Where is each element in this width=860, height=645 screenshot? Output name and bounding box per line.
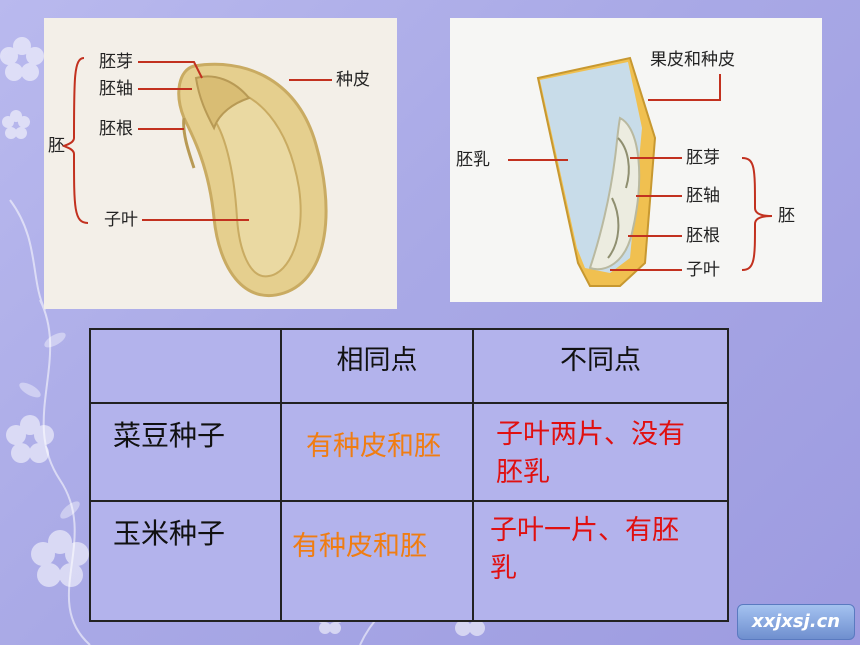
header-cell-same: 相同点 [280,328,474,404]
row-name-cell: 玉米种子 [89,500,282,622]
row-name: 玉米种子 [113,517,226,550]
header-diff: 不同点 [560,345,641,376]
row-same-cell: 有种皮和胚 [280,402,474,502]
table-header-row: 相同点 不同点 [89,328,729,404]
row-same-text: 有种皮和胚 [306,431,441,462]
row-name-cell: 菜豆种子 [89,402,282,502]
row-name: 菜豆种子 [113,419,226,452]
comparison-table: 相同点 不同点 菜豆种子 有种皮和胚 子叶两片、没有胚乳 玉米种子 有种皮和胚 … [89,328,729,622]
label-pei-zhou: 胚轴 [686,186,720,206]
table-row: 玉米种子 有种皮和胚 子叶一片、有胚乳 [89,500,729,622]
row-diff-text: 子叶两片、没有胚乳 [496,419,685,488]
header-empty-cell [89,328,282,404]
label-pei: 胚 [48,136,65,156]
label-pei-ru: 胚乳 [456,150,490,170]
corn-seed-illustration [536,56,657,287]
label-zhong-pi: 种皮 [336,70,370,90]
corn-leader-lines [508,74,773,271]
corn-seed-diagram: 果皮和种皮 胚乳 胚芽 胚轴 胚根 子叶 胚 [450,18,822,302]
bean-leader-lines [61,57,332,224]
watermark-logo: xxjxsj.cn [737,604,855,640]
label-pei-ya: 胚芽 [99,52,133,72]
table-row: 菜豆种子 有种皮和胚 子叶两片、没有胚乳 [89,402,729,502]
label-zi-ye: 子叶 [686,260,720,280]
row-diff-cell: 子叶一片、有胚乳 [472,500,729,622]
row-same-text: 有种皮和胚 [292,531,427,562]
header-cell-diff: 不同点 [472,328,729,404]
header-same: 相同点 [336,345,418,376]
label-zi-ye: 子叶 [104,210,138,230]
label-pei-ya: 胚芽 [686,148,720,168]
row-diff-text: 子叶一片、有胚乳 [490,515,679,584]
row-diff-cell: 子叶两片、没有胚乳 [472,402,729,502]
bean-seed-diagram: 胚芽 胚轴 胚根 子叶 种皮 胚 [44,18,397,309]
bean-seed-illustration [177,62,328,297]
label-pei-gen: 胚根 [686,226,720,246]
row-same-cell: 有种皮和胚 [280,500,474,622]
label-pei: 胚 [778,206,795,226]
label-guo-pi-he-zhong-pi: 果皮和种皮 [650,50,735,70]
label-pei-zhou: 胚轴 [99,79,133,99]
label-pei-gen: 胚根 [99,119,133,139]
